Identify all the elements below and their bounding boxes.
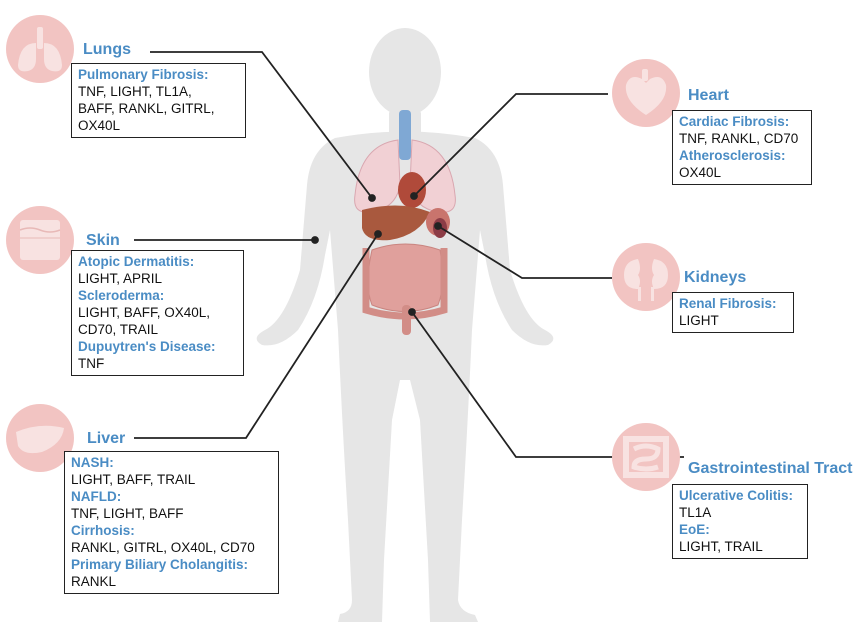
disease-name: Primary Biliary Cholangitis:	[71, 557, 249, 572]
skin-circle	[6, 206, 74, 274]
factor-list: TNF	[78, 356, 105, 371]
heart-circle	[612, 59, 680, 127]
intestine-icon	[623, 436, 669, 478]
liver-title: Liver	[87, 430, 126, 447]
lungs-circle	[6, 15, 74, 83]
heart-title: Heart	[688, 87, 729, 104]
liver-icon	[16, 425, 64, 454]
liver-circle	[6, 404, 74, 472]
disease-name: NASH:	[71, 455, 114, 470]
kidneys-circle	[612, 243, 680, 311]
factor-list: RANKL	[71, 574, 117, 589]
gi-disease-box: Ulcerative Colitis: TL1A EoE: LIGHT, TRA…	[672, 484, 808, 559]
factor-list: RANKL, GITRL, OX40L, CD70	[71, 540, 255, 555]
disease-name: Scleroderma:	[78, 288, 165, 303]
skin-icon	[19, 220, 61, 260]
factor-list: TL1A	[679, 505, 712, 520]
factor-list: OX40L	[679, 165, 722, 180]
factor-list: TNF, LIGHT, TL1A, BAFF, RANKL, GITRL, OX…	[78, 84, 215, 133]
trachea	[399, 110, 411, 160]
heart-organ	[398, 172, 426, 208]
disease-name: NAFLD:	[71, 489, 122, 504]
factor-list: TNF, LIGHT, BAFF	[71, 506, 184, 521]
kidneys-disease-box: Renal Fibrosis: LIGHT	[672, 292, 794, 333]
factor-list: LIGHT, APRIL	[78, 271, 163, 286]
disease-name: Dupuytren's Disease:	[78, 339, 216, 354]
disease-name: Cardiac Fibrosis:	[679, 114, 790, 129]
intestines	[367, 243, 444, 312]
kidneys-title: Kidneys	[684, 269, 747, 286]
liver-disease-box: NASH: LIGHT, BAFF, TRAIL NAFLD: TNF, LIG…	[64, 451, 279, 594]
factor-list: LIGHT	[679, 313, 719, 328]
disease-name: Renal Fibrosis:	[679, 296, 777, 311]
disease-name: EoE:	[679, 522, 710, 537]
factor-list: LIGHT, BAFF, OX40L, CD70, TRAIL	[78, 305, 211, 337]
heart-connector	[413, 93, 608, 197]
kidneys-connector	[437, 225, 612, 279]
kidneys-icon	[624, 259, 668, 301]
heart-icon	[625, 69, 667, 115]
left-lung	[354, 139, 401, 213]
skin-disease-box: Atopic Dermatitis: LIGHT, APRIL Sclerode…	[71, 250, 244, 376]
heart-disease-box: Cardiac Fibrosis: TNF, RANKL, CD70 Ather…	[672, 110, 812, 185]
body-silhouette	[256, 28, 554, 622]
factor-list: LIGHT, BAFF, TRAIL	[71, 472, 196, 487]
factor-list: TNF, RANKL, CD70	[679, 131, 799, 146]
lungs-title: Lungs	[83, 41, 131, 58]
gi-title: Gastrointestinal Tract	[688, 460, 853, 477]
disease-name: Atherosclerosis:	[679, 148, 786, 163]
disease-name: Pulmonary Fibrosis:	[78, 67, 209, 82]
lungs-icon	[18, 27, 62, 72]
lungs-disease-box: Pulmonary Fibrosis: TNF, LIGHT, TL1A, BA…	[71, 63, 246, 138]
lungs-connector	[150, 51, 373, 199]
disease-name: Atopic Dermatitis:	[78, 254, 195, 269]
disease-name: Ulcerative Colitis:	[679, 488, 794, 503]
factor-list: LIGHT, TRAIL	[679, 539, 763, 554]
liver-connector	[134, 233, 379, 439]
disease-name: Cirrhosis:	[71, 523, 135, 538]
skin-title: Skin	[86, 232, 120, 249]
gi-circle	[612, 423, 680, 491]
